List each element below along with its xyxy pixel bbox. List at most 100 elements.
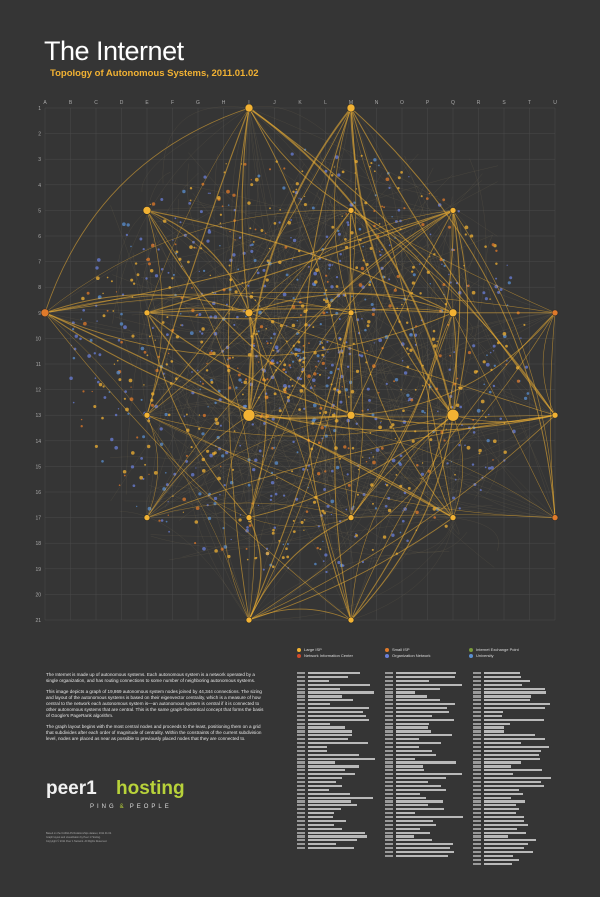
as-node <box>330 285 334 289</box>
as-node <box>403 371 408 375</box>
as-node <box>271 531 275 535</box>
as-node <box>378 338 383 343</box>
as-node <box>199 330 202 333</box>
as-node <box>482 291 486 295</box>
as-node <box>507 281 511 285</box>
as-node <box>391 458 396 463</box>
as-node <box>298 358 302 362</box>
as-node <box>96 258 101 262</box>
intro-text: The Internet is made up of autonomous sy… <box>46 672 268 747</box>
major-edge <box>241 107 250 313</box>
as-node <box>482 360 486 364</box>
hub-node <box>551 309 559 317</box>
as-node <box>291 323 296 328</box>
as-node <box>497 290 501 294</box>
major-edge <box>248 414 556 621</box>
as-node <box>232 253 236 257</box>
as-node <box>80 418 83 421</box>
as-index-entry <box>385 738 471 741</box>
as-node <box>407 399 410 402</box>
as-node <box>480 399 485 404</box>
as-index-entry <box>297 730 383 733</box>
as-node <box>495 262 498 266</box>
as-node <box>112 310 115 312</box>
as-index-entry <box>473 788 559 792</box>
as-node <box>347 396 350 398</box>
as-node <box>385 483 389 487</box>
as-node <box>285 273 289 277</box>
as-node <box>325 274 328 277</box>
as-node <box>268 168 272 171</box>
as-node <box>229 258 233 262</box>
as-node <box>441 263 443 266</box>
as-node <box>314 562 317 566</box>
peer1-logo: peer1 hosting PING&PEOPLE <box>46 778 185 810</box>
major-edge <box>146 312 250 518</box>
as-node <box>506 264 508 266</box>
as-node <box>269 207 271 210</box>
as-node <box>339 338 342 341</box>
grid-row-label: 11 <box>36 362 41 368</box>
as-node <box>295 188 298 191</box>
major-edge <box>248 312 352 621</box>
hub-node <box>347 514 355 521</box>
as-node <box>167 352 170 355</box>
as-node <box>368 398 371 402</box>
as-node <box>453 351 456 353</box>
as-node <box>345 213 348 215</box>
hub-node <box>346 410 356 420</box>
as-node <box>216 196 221 200</box>
as-node <box>526 392 530 395</box>
as-node <box>282 186 286 190</box>
faint-edge <box>116 210 148 367</box>
as-node <box>397 208 401 212</box>
as-node <box>241 393 244 396</box>
as-index-entry <box>297 683 383 687</box>
as-index-entry <box>473 675 559 679</box>
as-node <box>317 372 319 374</box>
faint-edge <box>146 165 499 313</box>
as-node <box>370 302 374 307</box>
as-node <box>131 334 135 338</box>
as-node <box>330 513 333 516</box>
as-index-entry <box>385 714 471 718</box>
as-node <box>198 492 202 496</box>
as-index-entry <box>473 808 559 811</box>
faint-edge <box>248 460 386 621</box>
as-index-entry <box>473 761 559 764</box>
as-node <box>380 446 384 450</box>
as-node <box>72 401 75 404</box>
as-node <box>421 222 425 227</box>
as-index-entry <box>473 699 559 702</box>
faint-edge <box>215 438 556 518</box>
hub-node <box>242 408 256 422</box>
major-edge <box>146 415 250 518</box>
faint-edge <box>350 107 405 303</box>
as-node <box>172 239 174 241</box>
as-node <box>317 472 321 476</box>
faint-edge <box>452 453 461 518</box>
major-edge <box>303 107 352 621</box>
as-node <box>399 463 402 466</box>
grid-row-label: 14 <box>35 439 41 445</box>
as-node <box>114 413 118 417</box>
as-node <box>123 325 127 330</box>
as-node <box>291 360 295 363</box>
as-node <box>123 474 126 477</box>
as-node <box>238 236 242 239</box>
faint-edge <box>164 357 556 518</box>
logo-tagline: PING&PEOPLE <box>90 804 172 810</box>
grid-row-label: 18 <box>35 541 41 547</box>
as-node <box>213 496 218 501</box>
as-node <box>456 377 459 380</box>
as-node <box>266 396 268 398</box>
as-node <box>286 555 290 559</box>
as-node <box>289 366 292 369</box>
as-node <box>372 460 376 465</box>
as-node <box>182 497 187 502</box>
grid-row-label: 21 <box>35 618 41 624</box>
hub-node <box>449 514 457 521</box>
as-node <box>160 519 164 522</box>
as-node <box>358 283 363 287</box>
as-index-entry <box>473 687 559 691</box>
